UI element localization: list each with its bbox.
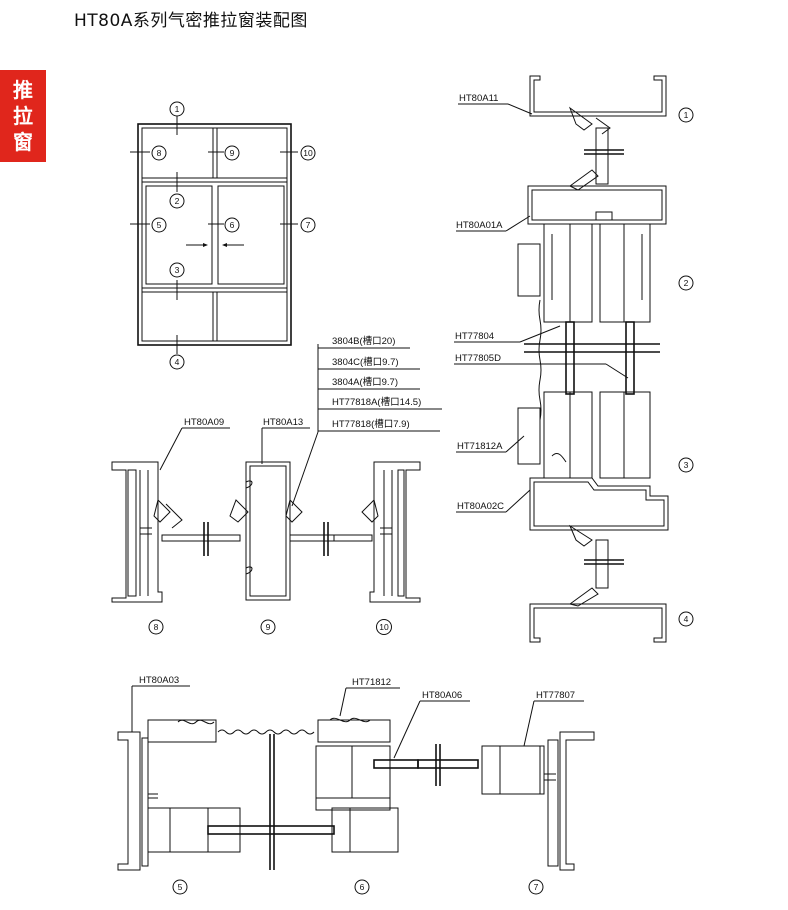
side-tab-char: 推 <box>13 78 33 102</box>
marker-label: 2 <box>684 278 689 288</box>
page-title: HT80A系列气密推拉窗装配图 <box>74 11 308 31</box>
section-a-drawing <box>111 427 421 603</box>
marker-circle <box>169 101 185 117</box>
marker-label: 10 <box>379 622 389 632</box>
marker-label: 9 <box>266 622 271 632</box>
marker-label: 1 <box>684 110 689 120</box>
part-label: HT80A02C <box>457 501 504 512</box>
marker-circle <box>678 457 694 473</box>
marker-circle <box>169 193 185 209</box>
section-a-markers: 8 9 10 <box>148 619 392 635</box>
marker-circle <box>300 217 316 233</box>
marker-circle <box>528 879 544 895</box>
marker-label: 8 <box>157 148 162 158</box>
marker-label: 2 <box>175 196 180 206</box>
elevation-markers: 1 2 3 4 5 6 7 8 9 10 <box>151 101 316 370</box>
marker-circle <box>678 107 694 123</box>
section-c-markers: 5 6 7 <box>172 879 544 895</box>
marker-circle <box>151 217 167 233</box>
marker-label: 6 <box>230 220 235 230</box>
marker-label: 8 <box>154 622 159 632</box>
marker-circle <box>148 619 164 635</box>
marker-circle <box>224 145 240 161</box>
category-tab: 推 拉 窗 <box>0 70 46 162</box>
marker-circle <box>172 879 188 895</box>
marker-circle <box>354 879 370 895</box>
marker-label: 7 <box>534 882 539 892</box>
part-label: HT80A09 <box>184 417 224 428</box>
part-label: HT80A13 <box>263 417 303 428</box>
marker-label: 1 <box>175 104 180 114</box>
window-elevation <box>130 116 298 354</box>
side-tab-char: 拉 <box>13 104 33 128</box>
table-row: 3804B(槽口20) <box>332 335 395 347</box>
parts-table: 3804B(槽口20) 3804C(槽口9.7) 3804A(槽口9.7) HT… <box>291 335 442 507</box>
part-label: HT77804 <box>455 331 494 342</box>
marker-label: 3 <box>175 265 180 275</box>
section-b-markers: 1 2 3 4 <box>678 107 694 627</box>
marker-label: 7 <box>306 220 311 230</box>
marker-label: 5 <box>178 882 183 892</box>
part-label: HT77805D <box>455 353 501 364</box>
marker-label: 6 <box>360 882 365 892</box>
outer-frame <box>137 123 292 346</box>
part-label: HT77807 <box>536 690 575 701</box>
marker-label: 3 <box>684 460 689 470</box>
table-row: HT77818(槽口7.9) <box>332 418 410 430</box>
marker-circle <box>300 145 316 161</box>
marker-circle <box>224 217 240 233</box>
section-b-drawing <box>454 75 669 643</box>
part-label: HT71812A <box>457 441 503 452</box>
marker-circle <box>169 354 185 370</box>
table-row: HT77818A(槽口14.5) <box>332 396 421 408</box>
marker-label: 9 <box>230 148 235 158</box>
table-row: 3804A(槽口9.7) <box>332 376 398 388</box>
part-label: HT71812 <box>352 677 391 688</box>
part-label: HT80A11 <box>459 93 498 104</box>
side-tab-char: 窗 <box>13 130 33 154</box>
part-label: HT80A06 <box>422 690 462 701</box>
marker-label: 5 <box>157 220 162 230</box>
part-label: HT80A03 <box>139 675 179 686</box>
marker-circle <box>151 145 167 161</box>
part-label: HT80A01A <box>456 220 503 231</box>
marker-circle <box>169 262 185 278</box>
marker-label: 4 <box>684 614 689 624</box>
section-c-drawing <box>117 685 595 871</box>
marker-circle <box>678 611 694 627</box>
marker-circle <box>260 619 276 635</box>
marker-circle <box>376 619 392 635</box>
marker-circle <box>678 275 694 291</box>
marker-label: 10 <box>303 148 313 158</box>
table-row: 3804C(槽口9.7) <box>332 356 399 368</box>
marker-label: 4 <box>175 357 180 367</box>
